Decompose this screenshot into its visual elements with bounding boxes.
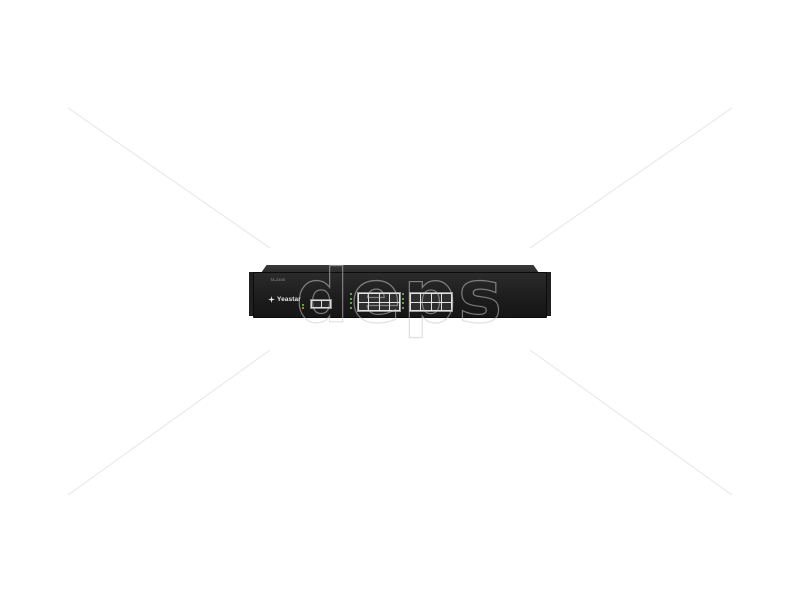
rj11-port [421, 294, 431, 302]
brand-logo: Yeastar [268, 296, 301, 303]
ethernet-port [321, 301, 330, 307]
rj11-port [389, 294, 399, 302]
rj11-port [431, 294, 441, 302]
port-leds-right [402, 293, 404, 309]
rj11-port [411, 294, 421, 302]
led [302, 307, 304, 309]
rj11-port [379, 302, 389, 310]
model-label: TA-2400 [270, 277, 286, 282]
port-leds-left [350, 293, 352, 309]
ethernet-ports [310, 299, 332, 309]
led [350, 297, 352, 300]
led [402, 306, 404, 309]
ethernet-port [312, 301, 321, 307]
led [402, 293, 404, 295]
rj11-port [441, 294, 451, 302]
rj11-port [421, 302, 431, 310]
rj11-port [389, 302, 399, 310]
led [350, 293, 352, 295]
rj11-port [441, 302, 451, 310]
rj11-port [379, 294, 389, 302]
led [402, 302, 404, 304]
rack-ear-right [545, 272, 551, 316]
led [350, 302, 352, 304]
brand-star-icon [268, 296, 275, 303]
led [350, 306, 352, 309]
fxs-port-group-1 [357, 292, 401, 312]
voip-gateway-device: TA-2400 Yeastar [249, 262, 551, 320]
led [302, 304, 304, 306]
rj11-port [359, 294, 369, 302]
led [402, 297, 404, 300]
brand-name: Yeastar [277, 296, 301, 303]
rj11-port [369, 302, 379, 310]
rj11-port [431, 302, 441, 310]
device-top-face [261, 265, 539, 273]
eth-status-leds [302, 304, 304, 309]
rj11-port [359, 302, 369, 310]
rj11-port [369, 294, 379, 302]
rj11-port [411, 302, 421, 310]
rack-ear-left [249, 272, 255, 316]
fxs-port-group-2 [409, 292, 453, 312]
device-front-panel: TA-2400 Yeastar [253, 272, 547, 318]
